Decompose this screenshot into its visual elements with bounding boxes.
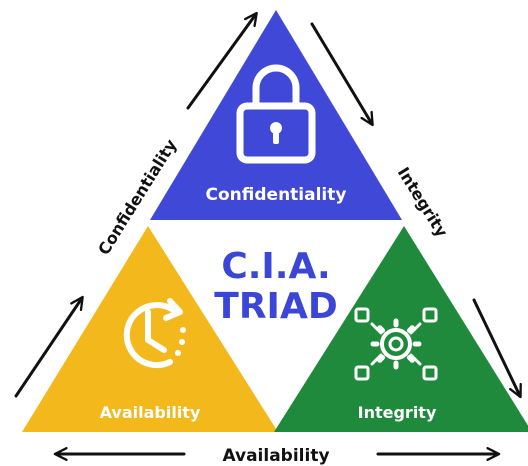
arrow-right (472, 298, 522, 399)
integrity-label: Integrity (358, 403, 437, 422)
availability-label: Availability (100, 403, 201, 422)
arrow-left (14, 295, 84, 398)
side-label-availability: Availability (222, 446, 329, 466)
center-title-line2: TRIAD (214, 286, 337, 327)
confidentiality-triangle (150, 10, 402, 220)
clock-refresh-icon (123, 298, 186, 369)
padlock-icon (236, 64, 316, 164)
gear-network-icon (354, 307, 438, 381)
center-title-line1: C.I.A. (221, 246, 330, 287)
confidentiality-label: Confidentiality (206, 185, 347, 205)
arrow-top-left (186, 11, 258, 110)
arrow-top-right (310, 22, 374, 127)
